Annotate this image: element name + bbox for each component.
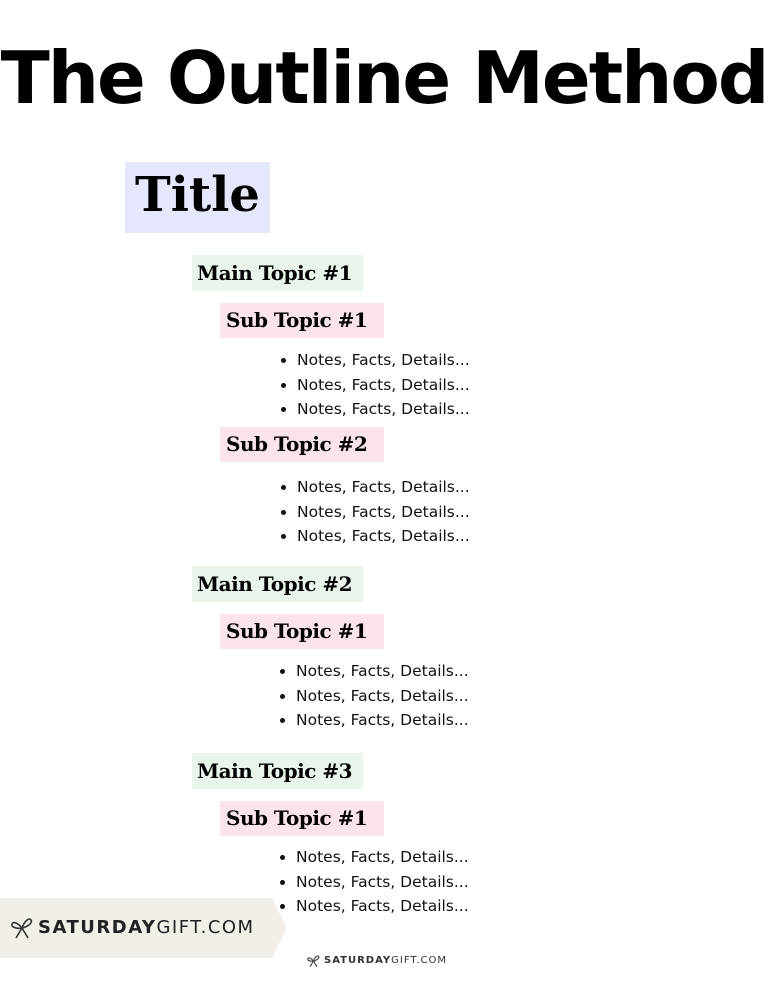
main-topic-3: Main Topic #3 <box>192 753 363 789</box>
sub-topic-1-2: Sub Topic #2 <box>220 427 384 462</box>
notes-list-2-1: Notes, Facts, Details... Notes, Facts, D… <box>278 659 469 733</box>
sub-topic-2-1: Sub Topic #1 <box>220 614 384 649</box>
sub-topic-3-1: Sub Topic #1 <box>220 801 384 836</box>
note-item: Notes, Facts, Details... <box>278 845 469 870</box>
note-item: Notes, Facts, Details... <box>279 500 470 525</box>
notes-list-3-1: Notes, Facts, Details... Notes, Facts, D… <box>278 845 469 919</box>
notes-list-1-1: Notes, Facts, Details... Notes, Facts, D… <box>279 348 470 422</box>
note-item: Notes, Facts, Details... <box>278 870 469 895</box>
note-item: Notes, Facts, Details... <box>279 373 470 398</box>
footer-brand-name: SATURDAYGIFT.COM <box>324 955 447 966</box>
note-item: Notes, Facts, Details... <box>279 348 470 373</box>
note-item: Notes, Facts, Details... <box>278 708 469 733</box>
bow-ribbon-icon <box>11 918 33 939</box>
main-topic-1: Main Topic #1 <box>192 255 363 291</box>
sub-topic-1-1: Sub Topic #1 <box>220 303 384 338</box>
note-item: Notes, Facts, Details... <box>278 894 469 919</box>
note-item: Notes, Facts, Details... <box>279 524 470 549</box>
outline-title-highlight: Title <box>125 162 270 233</box>
note-item: Notes, Facts, Details... <box>279 397 470 422</box>
note-item: Notes, Facts, Details... <box>278 659 469 684</box>
main-topic-2: Main Topic #2 <box>192 566 363 602</box>
note-item: Notes, Facts, Details... <box>278 684 469 709</box>
brand-tag: SATURDAYGIFT.COM <box>0 898 287 958</box>
note-item: Notes, Facts, Details... <box>279 475 470 500</box>
outline-title: Title <box>135 167 260 223</box>
bow-ribbon-icon <box>307 955 320 968</box>
notes-list-1-2: Notes, Facts, Details... Notes, Facts, D… <box>279 475 470 549</box>
brand-name: SATURDAYGIFT.COM <box>38 917 255 938</box>
page-title: The Outline Method <box>0 36 768 120</box>
